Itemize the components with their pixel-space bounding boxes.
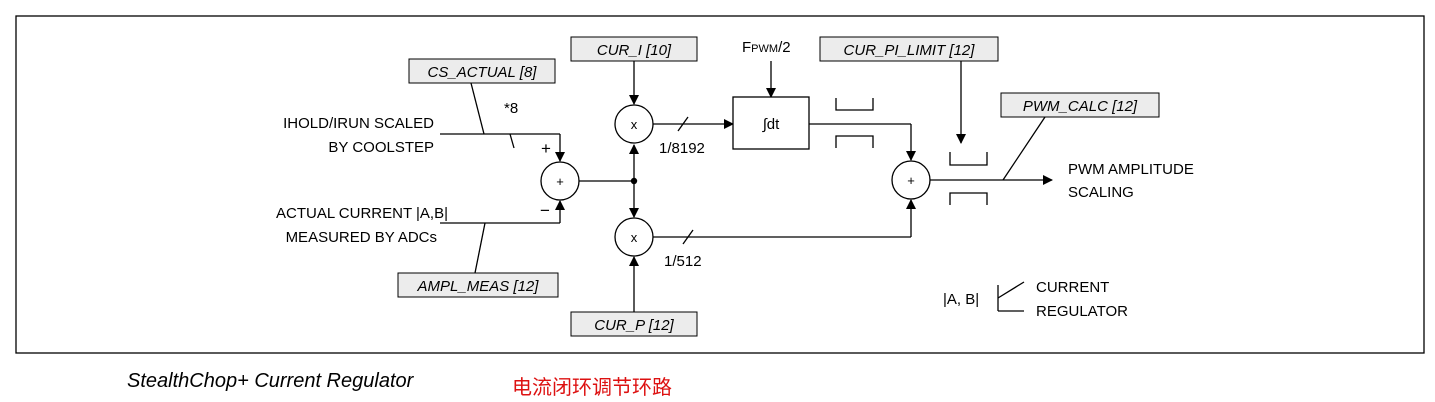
register-cs-actual-label: CS_ACTUAL [8] <box>428 64 538 81</box>
cs-actual-leader <box>470 82 485 135</box>
register-cs-actual: CS_ACTUAL [8] <box>408 58 556 84</box>
minus-sign-label: − <box>540 201 550 220</box>
ihold-tick <box>509 133 515 149</box>
signal-lines <box>440 61 1053 312</box>
legend-label-line2: REGULATOR <box>1036 303 1128 320</box>
plus-sign-label: + <box>541 139 551 158</box>
multiplier-cur-p-symbol: x <box>631 230 638 245</box>
sum-error: + <box>540 161 580 201</box>
register-cur-i-label: CUR_I [10] <box>597 42 672 59</box>
legend-slope <box>997 281 1025 299</box>
fpwm-label-divisor: /2 <box>778 39 791 56</box>
limit-bracket-upper-1 <box>835 98 874 111</box>
limit-bracket-lower-2 <box>949 192 988 205</box>
multiplier-cur-i-symbol: x <box>631 117 638 132</box>
integrator-label: ∫dt <box>762 116 780 133</box>
output-label-line1: PWM AMPLITUDE <box>1068 161 1194 178</box>
scale-i-tick <box>677 116 689 132</box>
register-cur-p: CUR_P [12] <box>570 311 698 337</box>
times-eight-label: *8 <box>504 100 518 117</box>
fpwm-label-main: F <box>742 39 751 56</box>
sum-error-symbol: + <box>556 174 564 189</box>
integrator-block: ∫dt <box>732 96 810 150</box>
scale-p-label: 1/512 <box>664 253 702 270</box>
multiplier-cur-p: x <box>614 217 654 257</box>
register-ampl-meas: AMPL_MEAS [12] <box>397 272 559 298</box>
fpwm-label-subscript: PWM <box>751 43 778 55</box>
actual-current-label-line2: MEASURED BY ADCs <box>286 229 437 246</box>
limit-bracket-lower-1 <box>835 135 874 148</box>
multiplier-cur-i: x <box>614 104 654 144</box>
diagram-frame <box>15 15 1425 354</box>
register-cur-pi-limit-label: CUR_PI_LIMIT [12] <box>844 42 976 59</box>
scale-i-label: 1/8192 <box>659 140 705 157</box>
register-cur-pi-limit: CUR_PI_LIMIT [12] <box>819 36 999 62</box>
fpwm-label: FPWM/2 <box>742 39 791 56</box>
register-cur-i: CUR_I [10] <box>570 36 698 62</box>
limit-bracket-upper-2 <box>949 152 988 166</box>
ihold-label-line2: BY COOLSTEP <box>328 139 434 156</box>
register-pwm-calc: PWM_CALC [12] <box>1000 92 1160 118</box>
sum-output-symbol: + <box>907 173 915 188</box>
sum-output: + <box>891 160 931 200</box>
legend-ab-label: |A, B| <box>943 291 979 308</box>
ihold-label-line1: IHOLD/IRUN SCALED <box>283 115 434 132</box>
junction-dot <box>630 177 638 185</box>
ampl-meas-leader <box>474 222 486 274</box>
scale-p-tick <box>682 229 694 245</box>
register-pwm-calc-label: PWM_CALC [12] <box>1023 98 1138 115</box>
chinese-caption: 电流闭环调节环路 <box>512 375 672 399</box>
register-cur-p-label: CUR_P [12] <box>594 317 674 334</box>
output-label-line2: SCALING <box>1068 184 1134 201</box>
actual-current-label-line1: ACTUAL CURRENT |A,B| <box>276 205 448 222</box>
figure-caption: StealthChop+ Current Regulator <box>127 370 414 392</box>
legend-label-line1: CURRENT <box>1036 279 1109 296</box>
register-ampl-meas-label: AMPL_MEAS [12] <box>417 278 540 295</box>
pwm-calc-leader <box>1002 116 1046 181</box>
